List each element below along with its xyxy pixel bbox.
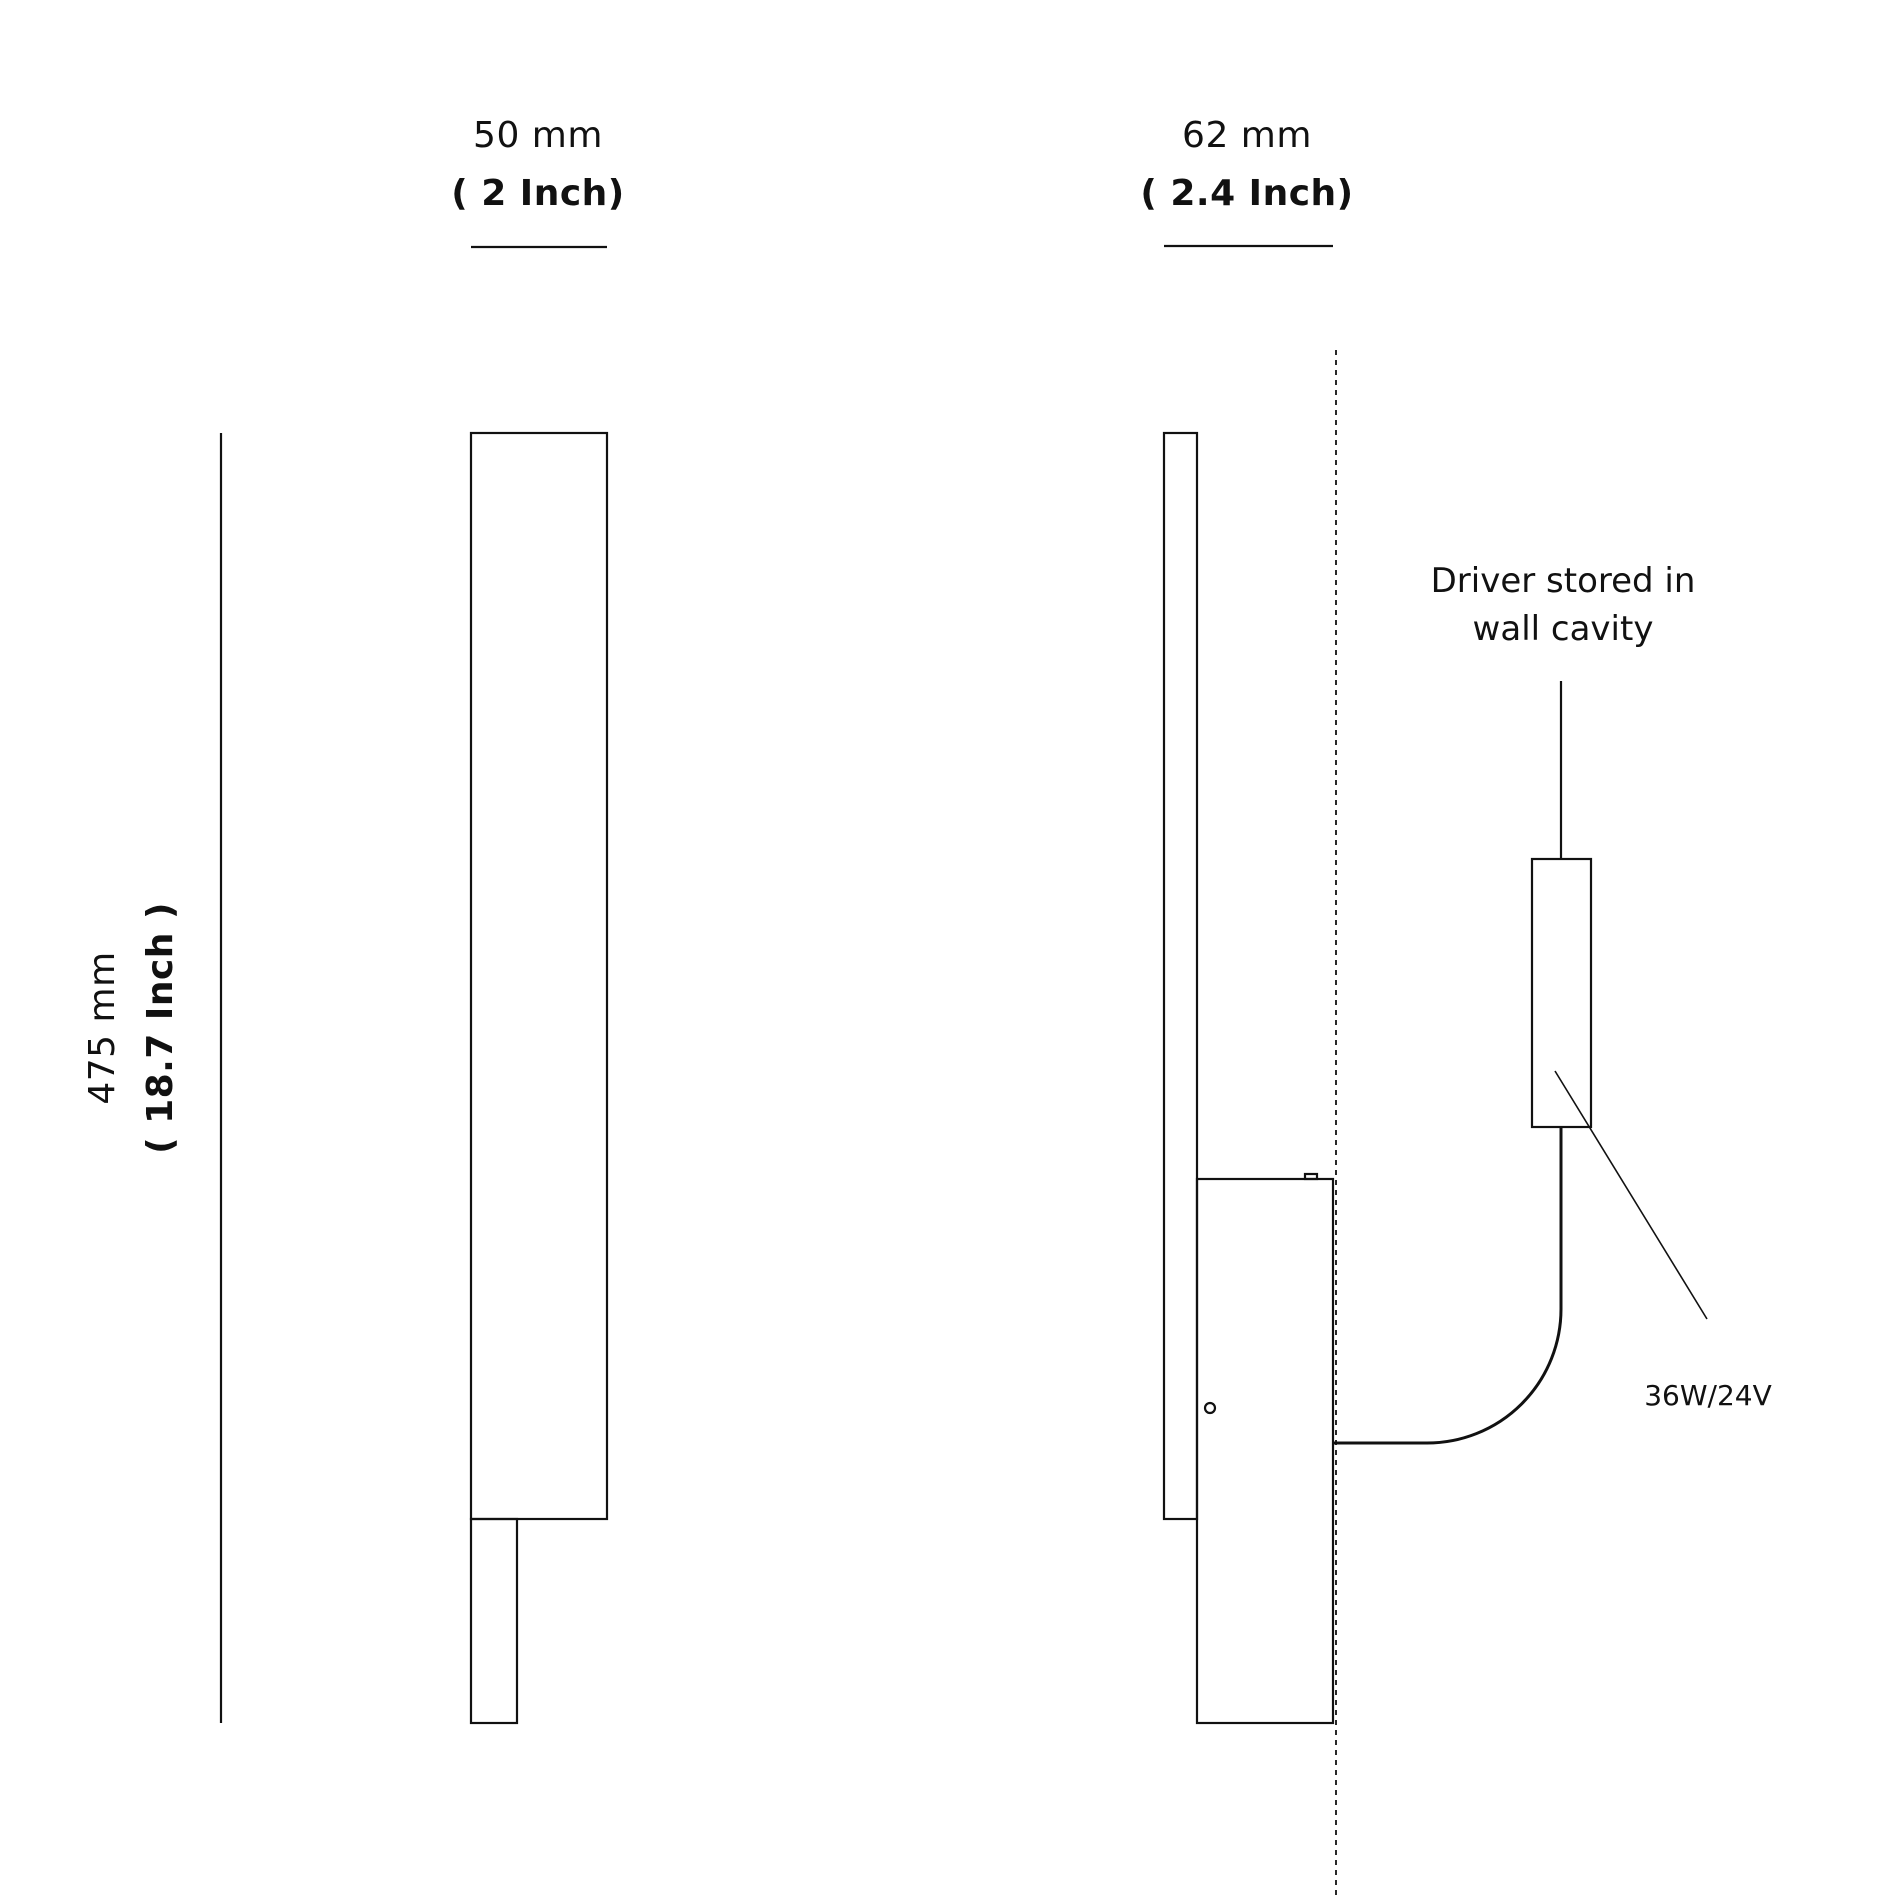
width-side-mm-label: 62 mm bbox=[1182, 115, 1312, 156]
height-label-group: 475 mm ( 18.7 Inch ) bbox=[82, 902, 181, 1154]
width-front-inch-label: ( 2 Inch) bbox=[451, 173, 625, 214]
front-view-body bbox=[469, 431, 609, 1521]
driver-box bbox=[1530, 857, 1593, 1129]
driver-lower-cable bbox=[1333, 1127, 1563, 1445]
side-view-screw bbox=[1203, 1401, 1217, 1415]
driver-annotation: Driver stored in wall cavity bbox=[1431, 557, 1696, 653]
width-side-inch-label: ( 2.4 Inch) bbox=[1140, 173, 1354, 214]
side-view-tab bbox=[1303, 1172, 1319, 1181]
side-view-panel bbox=[1162, 431, 1199, 1521]
spec-leader-line bbox=[1554, 1070, 1708, 1320]
driver-spec-label: 36W/24V bbox=[1644, 1379, 1772, 1412]
front-view-mount bbox=[469, 1517, 519, 1725]
driver-annotation-line2: wall cavity bbox=[1472, 609, 1654, 649]
height-mm-label: 475 mm bbox=[82, 951, 123, 1105]
width-front-mm-label: 50 mm bbox=[473, 115, 603, 156]
height-inch-label: ( 18.7 Inch ) bbox=[140, 902, 181, 1154]
side-view-backplate bbox=[1195, 1177, 1335, 1725]
driver-annotation-line1: Driver stored in bbox=[1430, 561, 1696, 601]
